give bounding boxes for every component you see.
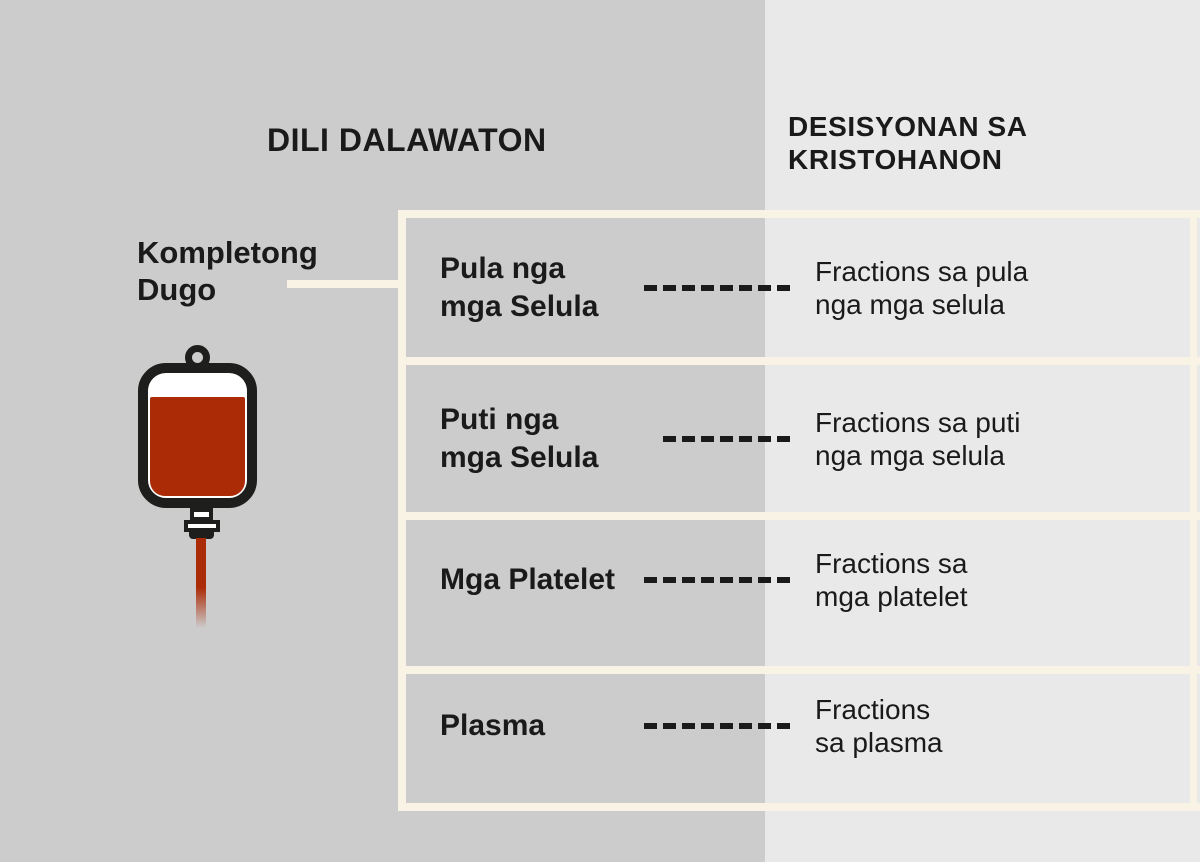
fraction-label: Fractions sa pula nga mga selula [815, 255, 1028, 321]
connector-dashes [644, 284, 790, 291]
dash-segment [720, 435, 733, 442]
row-separator [398, 357, 1200, 365]
dash-segment [682, 722, 695, 729]
row-white-cells: Puti nga mga Selula Fractions sa puti ng… [406, 365, 1200, 512]
dash-segment [720, 284, 733, 291]
blood-bag-body [138, 363, 257, 508]
dash-segment [644, 284, 657, 291]
component-label-line: mga Selula [440, 440, 599, 474]
connector-dashes [663, 435, 790, 442]
dash-segment [777, 435, 790, 442]
fraction-label-line: sa plasma [815, 726, 943, 758]
component-label: Pula nga mga Selula [440, 250, 598, 326]
right-background-band [765, 0, 1200, 862]
column-heading-not-acceptable: DILI DALAWATON [267, 122, 547, 158]
fraction-label: Fractions sa plasma [815, 693, 943, 759]
dash-segment [644, 722, 657, 729]
dash-segment [739, 435, 752, 442]
whole-blood-connector-line [287, 280, 399, 288]
table-bottom-border [398, 803, 1200, 811]
connector-dashes [644, 722, 790, 729]
whole-blood-label: Kompletong Dugo [137, 234, 318, 308]
dash-segment [758, 284, 771, 291]
dash-segment [682, 577, 695, 583]
table-left-border [398, 210, 406, 811]
dash-segment [777, 284, 790, 291]
fraction-label: Fractions sa mga platelet [815, 547, 968, 613]
fraction-cell: Fractions sa puti nga mga selula [815, 365, 1020, 512]
component-label-line: Pula nga [440, 251, 566, 285]
connector-dashes [644, 577, 790, 583]
component-label: Puti nga mga Selula [440, 401, 598, 477]
dash-segment [720, 577, 733, 583]
heading-line: KRISTOHANON [788, 144, 1003, 175]
fraction-label-line: mga platelet [815, 581, 968, 612]
blood-bag-port [189, 531, 214, 539]
fraction-label-line: Fractions sa puti [815, 406, 1021, 438]
dash-segment [663, 284, 676, 291]
row-platelets: Mga Platelet Fractions sa mga platelet [406, 520, 1200, 666]
dash-segment [682, 284, 695, 291]
dash-segment [701, 577, 714, 583]
component-label-line: Plasma [440, 708, 546, 742]
dash-segment [758, 577, 771, 583]
dash-segment [758, 435, 771, 442]
dash-segment [701, 284, 714, 291]
component-cell: Pula nga mga Selula [406, 218, 1200, 357]
dash-segment [663, 577, 676, 583]
dash-segment [682, 435, 695, 442]
blood-bag-tube [196, 538, 206, 628]
fraction-cell: Fractions sa mga platelet [815, 507, 968, 653]
blood-bag-icon [138, 345, 258, 635]
fraction-cell: Fractions sa pula nga mga selula [815, 218, 1028, 357]
component-cell: Plasma [406, 661, 1200, 790]
whole-blood-label-line: Dugo [137, 272, 217, 307]
heading-line: DESISYONAN SA [788, 111, 1028, 142]
whole-blood-label-line: Kompletong [137, 235, 318, 270]
component-label: Mga Platelet [440, 561, 615, 599]
component-label-line: Mga Platelet [440, 563, 616, 596]
component-cell: Puti nga mga Selula [406, 365, 1200, 512]
dash-segment [663, 435, 676, 442]
blood-bag-flange [184, 520, 220, 532]
fraction-label-line: Fractions sa pula [815, 255, 1029, 287]
dash-segment [720, 722, 733, 729]
fraction-label-line: Fractions sa [815, 548, 968, 579]
dash-segment [739, 722, 752, 729]
component-label: Plasma [440, 707, 545, 745]
row-separator [398, 666, 1200, 674]
dash-segment [701, 722, 714, 729]
table-top-border [398, 210, 1200, 218]
dash-segment [739, 577, 752, 583]
dash-segment [701, 435, 714, 442]
table-right-border [1190, 210, 1197, 811]
fraction-label: Fractions sa puti nga mga selula [815, 406, 1020, 472]
blood-fill [150, 397, 245, 496]
fraction-label-line: nga mga selula [815, 439, 1005, 471]
column-heading-christian-decision: DESISYONAN SA KRISTOHANON [788, 110, 1028, 176]
dash-segment [663, 722, 676, 729]
dash-segment [777, 722, 790, 729]
row-plasma: Plasma Fractions sa plasma [406, 674, 1200, 803]
dash-segment [758, 722, 771, 729]
fraction-label-line: Fractions [815, 693, 931, 725]
component-label-line: Puti nga [440, 402, 559, 436]
fraction-cell: Fractions sa plasma [815, 661, 943, 790]
fraction-label-line: nga mga selula [815, 288, 1005, 320]
dash-segment [739, 284, 752, 291]
component-label-line: mga Selula [440, 289, 599, 323]
row-red-cells: Pula nga mga Selula Fractions sa pula ng… [406, 218, 1200, 357]
blood-bag-neck [190, 508, 213, 521]
dash-segment [777, 577, 790, 583]
dash-segment [644, 577, 657, 583]
component-cell: Mga Platelet [406, 507, 1200, 653]
row-separator [398, 512, 1200, 520]
